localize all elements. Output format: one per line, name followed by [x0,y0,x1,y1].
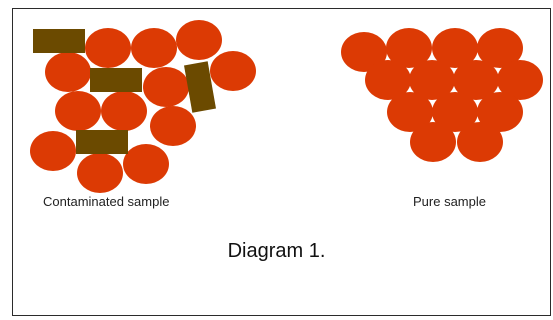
pure-particle [410,122,456,162]
pure-particle [477,92,523,132]
pure-particle [365,60,411,100]
contaminated-sample-label: Contaminated sample [43,194,170,209]
contaminated-particle [77,153,123,193]
pure-particle [432,92,478,132]
pure-particle [341,32,387,72]
pure-particle [432,28,478,68]
pure-particle [453,60,499,100]
diagram-caption: Diagram 1. [227,240,326,262]
pure-sample-label: Pure sample [413,194,486,209]
contaminated-particle [150,106,196,146]
contaminated-particle [55,91,101,131]
contaminated-particle [101,91,147,131]
contaminated-particle [45,52,91,92]
contaminated-particle [85,28,131,68]
contaminated-particle [176,20,222,60]
contaminant-block [90,68,142,92]
contaminated-particle [143,67,189,107]
pure-particle [387,92,433,132]
contaminant-block [76,130,128,154]
contaminated-particle [30,131,76,171]
pure-sample-group [341,28,543,162]
pure-particle [497,60,543,100]
contaminant-block [33,29,85,53]
pure-particle [457,122,503,162]
contaminated-particle [123,144,169,184]
contaminant-block [184,61,216,113]
contaminated-particle [131,28,177,68]
pure-particle [409,60,455,100]
pure-particle [477,28,523,68]
pure-particle [386,28,432,68]
contaminated-particle [210,51,256,91]
contaminated-sample-group [30,20,256,193]
